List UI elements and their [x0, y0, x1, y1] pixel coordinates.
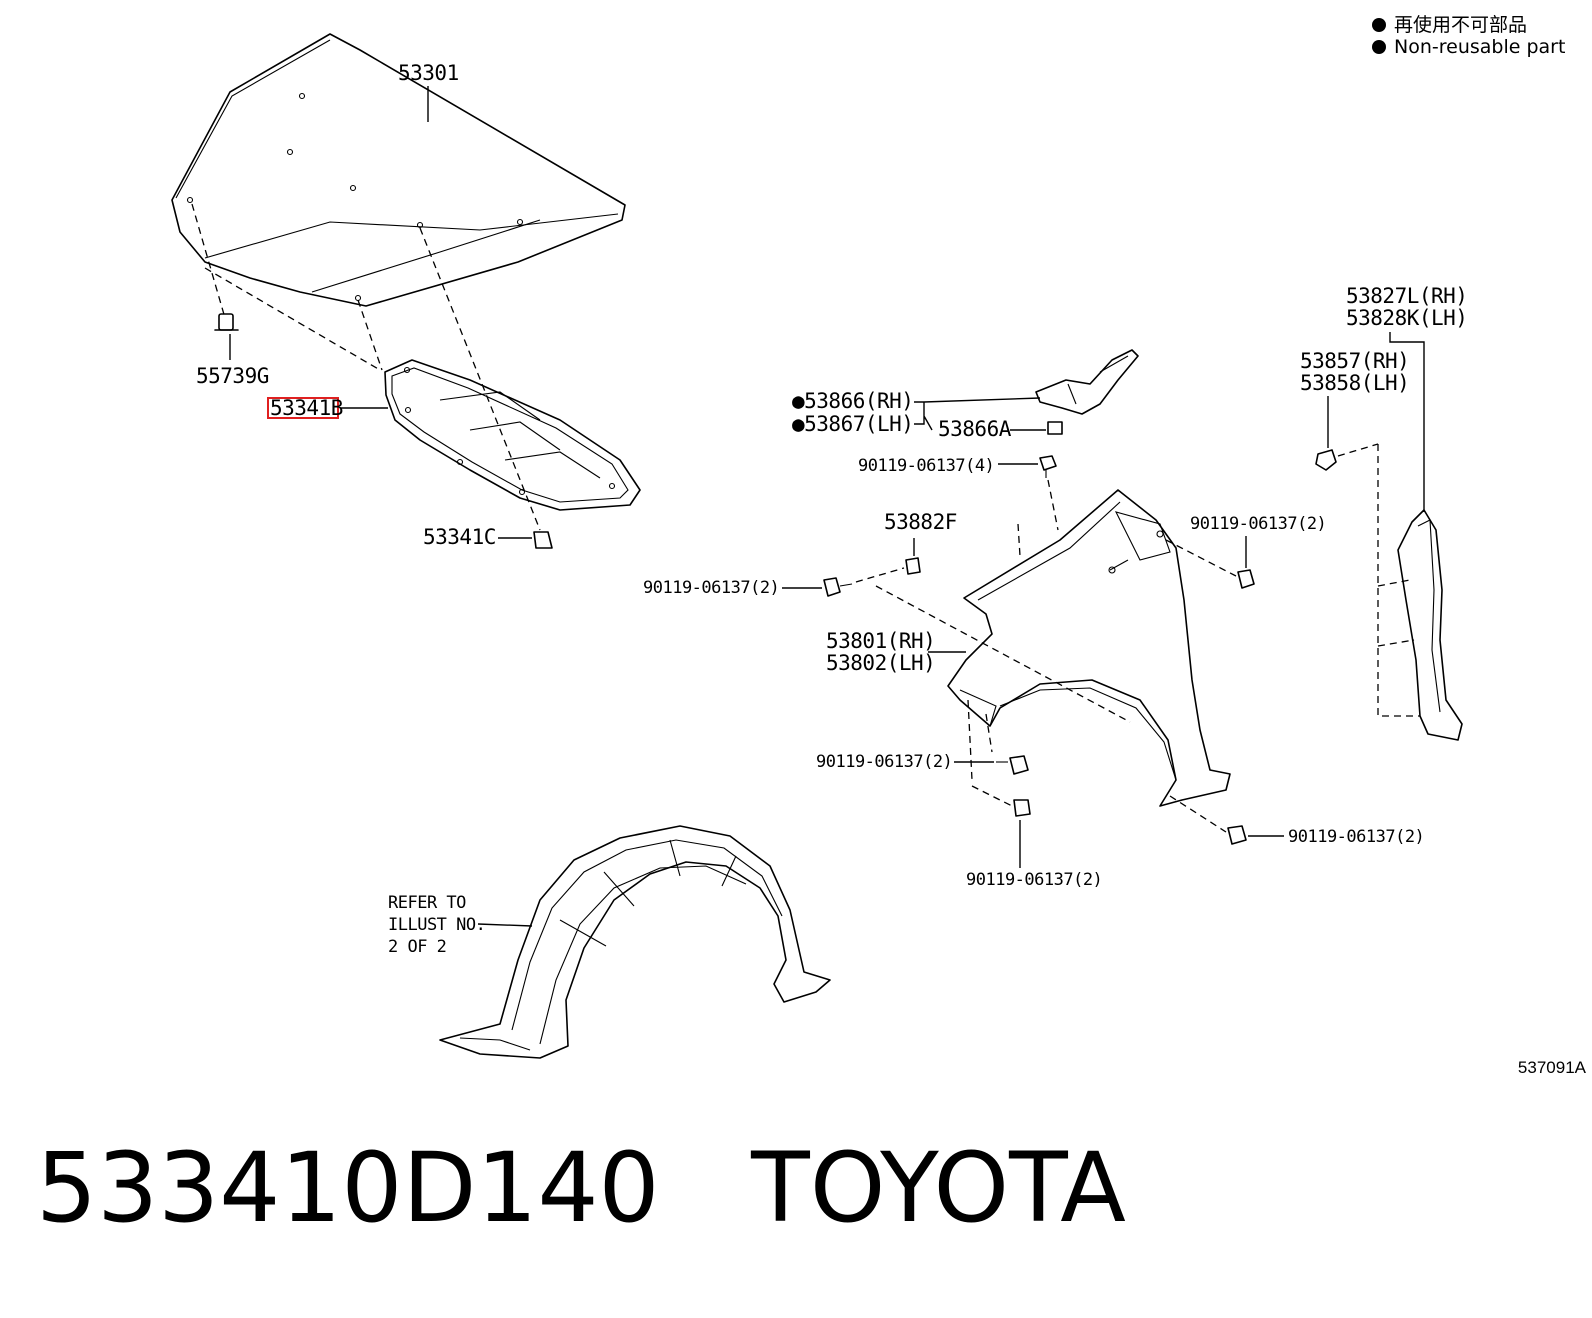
refer-line-1: REFER TO [388, 893, 466, 913]
clip-53882F [905, 557, 921, 575]
bullet-icon [1372, 18, 1386, 32]
screw-icon [1237, 569, 1255, 589]
refer-line-3: 2 OF 2 [388, 937, 446, 957]
label-screw-bottom: 90119-06137(2) [966, 870, 1102, 890]
legend-line-1: 再使用不可部品 [1372, 10, 1527, 37]
front-fender [947, 489, 1231, 807]
fender-protector [1397, 509, 1463, 741]
label-53866A: 53866A [938, 417, 1012, 441]
screw-icon [1013, 799, 1031, 817]
label-53867: ●53867(LH) [792, 412, 913, 436]
label-screw-mid: 90119-06137(2) [816, 752, 952, 772]
label-53802: 53802(LH) [826, 651, 935, 675]
label-53301: 53301 [398, 61, 459, 85]
label-53857: 53857(RH) [1300, 349, 1409, 373]
label-53827L: 53827L(RH) [1346, 284, 1467, 308]
illustration-code: 537091A [1517, 1058, 1586, 1077]
label-53882F: 53882F [884, 510, 957, 534]
hood-clip-55739G [214, 313, 239, 331]
fender-liner [439, 825, 831, 1059]
seal-clip-53866A [1047, 421, 1063, 435]
label-53801: 53801(RH) [826, 629, 935, 653]
protector-clip-53857 [1315, 449, 1337, 471]
label-screw-top: 90119-06137(4) [858, 456, 994, 476]
insulator-clip-53341C [533, 531, 553, 549]
refer-line-2: ILLUST NO. [388, 915, 485, 935]
screw-icon [823, 577, 853, 597]
label-53858: 53858(LH) [1300, 371, 1409, 395]
legend-line-2: Non-reusable part [1372, 36, 1565, 58]
label-screw-fender-top: 90119-06137(2) [1190, 514, 1326, 534]
hood-insulator [384, 359, 641, 511]
screw-icon [1227, 825, 1247, 845]
hood-panel [171, 33, 626, 307]
screw-icon [1039, 455, 1057, 478]
highlight-box [267, 397, 339, 419]
screw-icon [996, 755, 1029, 775]
label-screw-left: 90119-06137(2) [643, 578, 779, 598]
part-number-caption: 533410D140 TOYOTA [36, 1132, 1126, 1244]
label-screw-bottom-right: 90119-06137(2) [1288, 827, 1424, 847]
label-53866: ●53866(RH) [792, 389, 913, 413]
label-53828K: 53828K(LH) [1346, 306, 1467, 330]
label-55739G: 55739G [196, 364, 269, 388]
label-53341C: 53341C [423, 525, 496, 549]
fender-seal [1035, 349, 1139, 415]
bullet-icon [1372, 40, 1386, 54]
label-53341B: 53341B [270, 396, 343, 420]
